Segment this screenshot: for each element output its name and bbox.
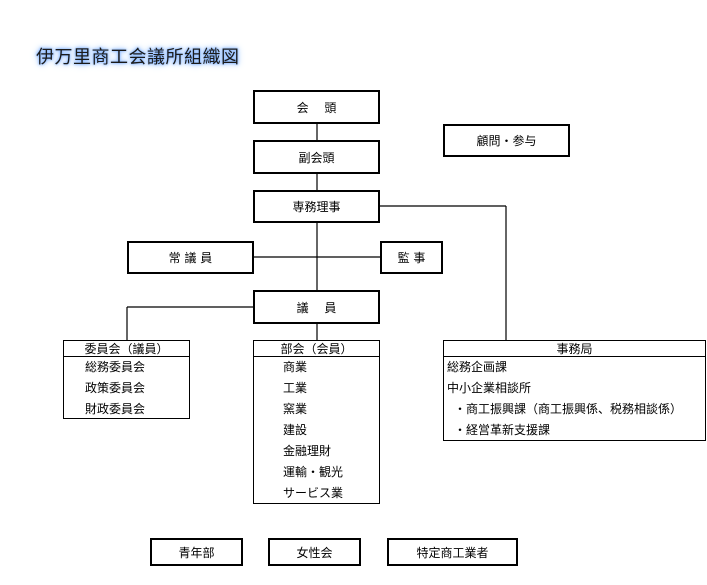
managing-director-box: 専務理事 (253, 190, 380, 223)
page-title: 伊万里商工会議所組織図 (36, 47, 240, 68)
list-item: 窯業 (283, 402, 308, 416)
list-item: 中小企業相談所 (447, 381, 532, 395)
auditor-box: 監 事 (380, 241, 443, 274)
list-item: 建設 (283, 423, 308, 437)
list-item: ・経営革新支援課 (454, 423, 551, 437)
chairman-box: 会 頭 (253, 90, 380, 124)
secretariat-panel: 事務局 総務企画課 中小企業相談所 ・商工振興課（商工振興係、税務相談係） ・経… (443, 340, 706, 441)
list-item: 運輸・観光 (283, 465, 344, 479)
list-item: 政策委員会 (85, 381, 146, 395)
divisions-list: 商業 工業 窯業 建設 金融理財 運輸・観光 サービス業 (254, 357, 379, 504)
womens-association-box: 女性会 (268, 538, 361, 566)
list-item: ・商工振興課（商工振興係、税務相談係） (454, 402, 683, 416)
committees-list: 総務委員会 政策委員会 財政委員会 (64, 357, 189, 420)
committees-panel: 委員会（議員） 総務委員会 政策委員会 財政委員会 (63, 340, 190, 419)
secretariat-header: 事務局 (444, 341, 705, 357)
secretariat-list: 総務企画課 中小企業相談所 ・商工振興課（商工振興係、税務相談係） ・経営革新支… (444, 357, 705, 441)
youth-division-box: 青年部 (150, 538, 243, 566)
list-item: 金融理財 (283, 444, 332, 458)
list-item: 総務企画課 (447, 360, 508, 374)
list-item: サービス業 (283, 486, 344, 500)
list-item: 商業 (283, 360, 308, 374)
members-box: 議 員 (253, 290, 380, 324)
permanent-members-box: 常 議 員 (127, 241, 254, 274)
list-item: 総務委員会 (85, 360, 146, 374)
vice-chairman-box: 副会頭 (253, 140, 380, 174)
divisions-header: 部会（会員） (254, 341, 379, 357)
advisor-box: 顧問・参与 (443, 124, 570, 157)
committees-header: 委員会（議員） (64, 341, 189, 357)
divisions-panel: 部会（会員） 商業 工業 窯業 建設 金融理財 運輸・観光 サービス業 (253, 340, 380, 504)
list-item: 工業 (283, 381, 308, 395)
specified-merchants-box: 特定商工業者 (387, 538, 518, 566)
list-item: 財政委員会 (85, 402, 146, 416)
